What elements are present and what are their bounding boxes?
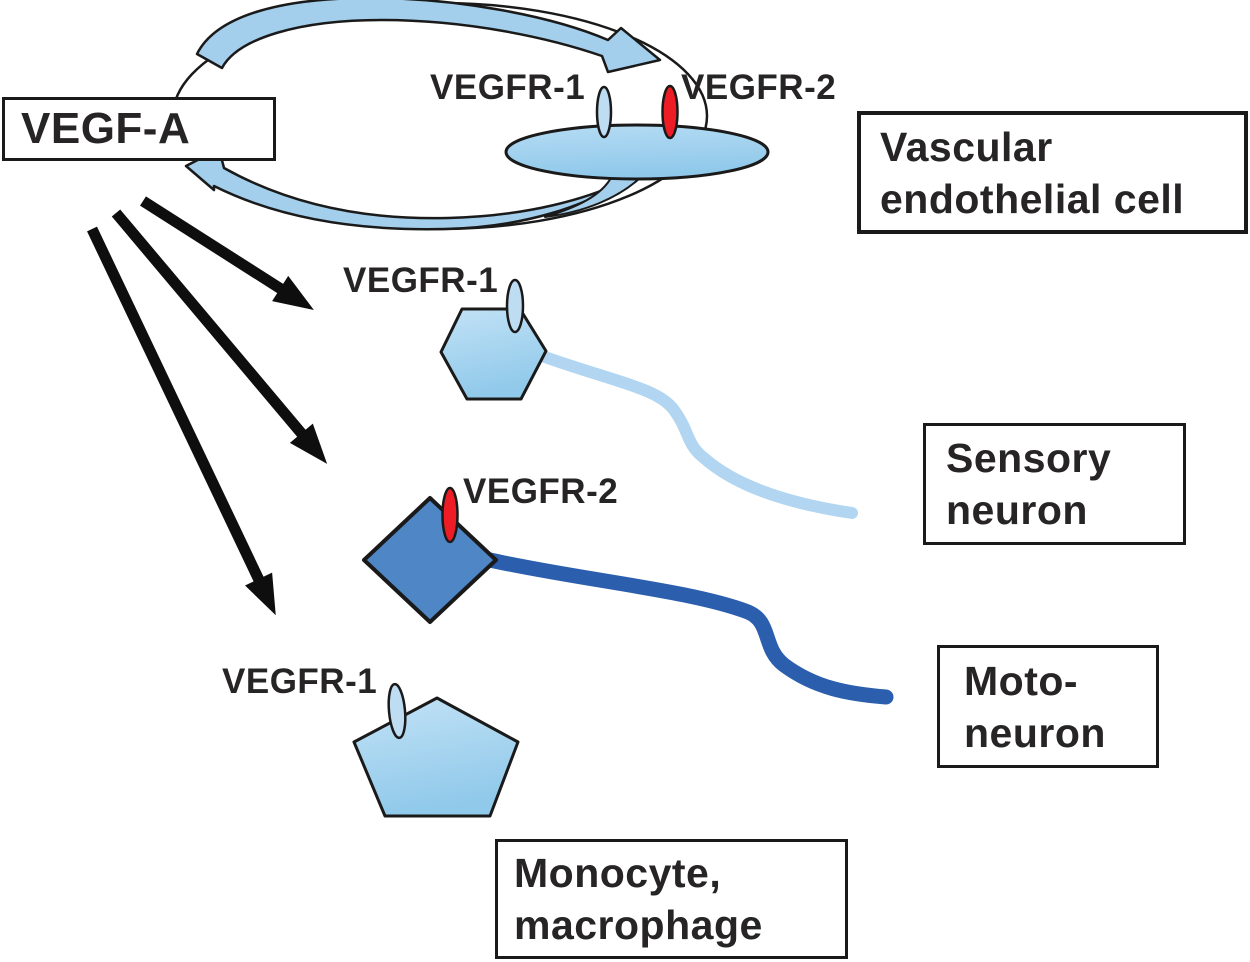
- sensory-neuron-box: Sensory neuron: [923, 423, 1186, 545]
- vegfr1-receptor-monocyte-icon: [387, 682, 407, 740]
- sensory-neuron-shape: [439, 307, 548, 401]
- vegfr1-receptor-sensory-icon: [505, 278, 525, 334]
- moto-box-line1: Moto-: [964, 657, 1079, 704]
- monocyte-box-line2: macrophage: [514, 902, 763, 948]
- vegfr1-receptor-endothelial-icon: [595, 85, 613, 139]
- endothelial-cell-shape: [504, 123, 770, 181]
- monocyte-box-line1: Monocyte,: [514, 850, 722, 896]
- arrow-to-monocyte: [87, 226, 276, 616]
- vegfr2-receptor-motoneuron-icon: [441, 486, 459, 544]
- sensory-neuron-axon: [536, 350, 858, 519]
- moto-neuron-box: Moto- neuron: [937, 645, 1159, 768]
- monocyte-macrophage-box: Monocyte, macrophage: [495, 839, 848, 959]
- endothelial-box-line2: endothelial cell: [880, 175, 1185, 222]
- moto-box-line2: neuron: [964, 709, 1106, 756]
- sensory-box-line2: neuron: [946, 487, 1088, 533]
- vegfr1-label-monocyte: VEGFR-1: [222, 662, 378, 701]
- loop-arrow-top: [195, 0, 662, 74]
- vegfr2-label-motoneuron: VEGFR-2: [463, 472, 619, 511]
- motoneuron-axon: [482, 552, 894, 705]
- arrow-to-sensory-neuron: [140, 196, 314, 310]
- motoneuron-shape: [362, 496, 498, 624]
- arrow-to-motoneuron: [111, 209, 328, 464]
- vascular-endothelial-cell-box: Vascular endothelial cell: [857, 111, 1248, 234]
- endothelial-box-line1: Vascular: [880, 123, 1053, 170]
- monocyte-shape: [352, 696, 520, 818]
- vegfr2-label-endothelial: VEGFR-2: [681, 68, 837, 107]
- sensory-box-line1: Sensory: [946, 435, 1112, 481]
- vegfr2-receptor-endothelial-icon: [661, 84, 679, 140]
- vegf-a-box: VEGF-A: [2, 97, 276, 161]
- cell-tail: [544, 175, 641, 218]
- vegfr1-label-sensory: VEGFR-1: [343, 261, 499, 300]
- vegfr1-label-endothelial: VEGFR-1: [430, 68, 586, 107]
- vegf-a-label: VEGF-A: [21, 104, 191, 153]
